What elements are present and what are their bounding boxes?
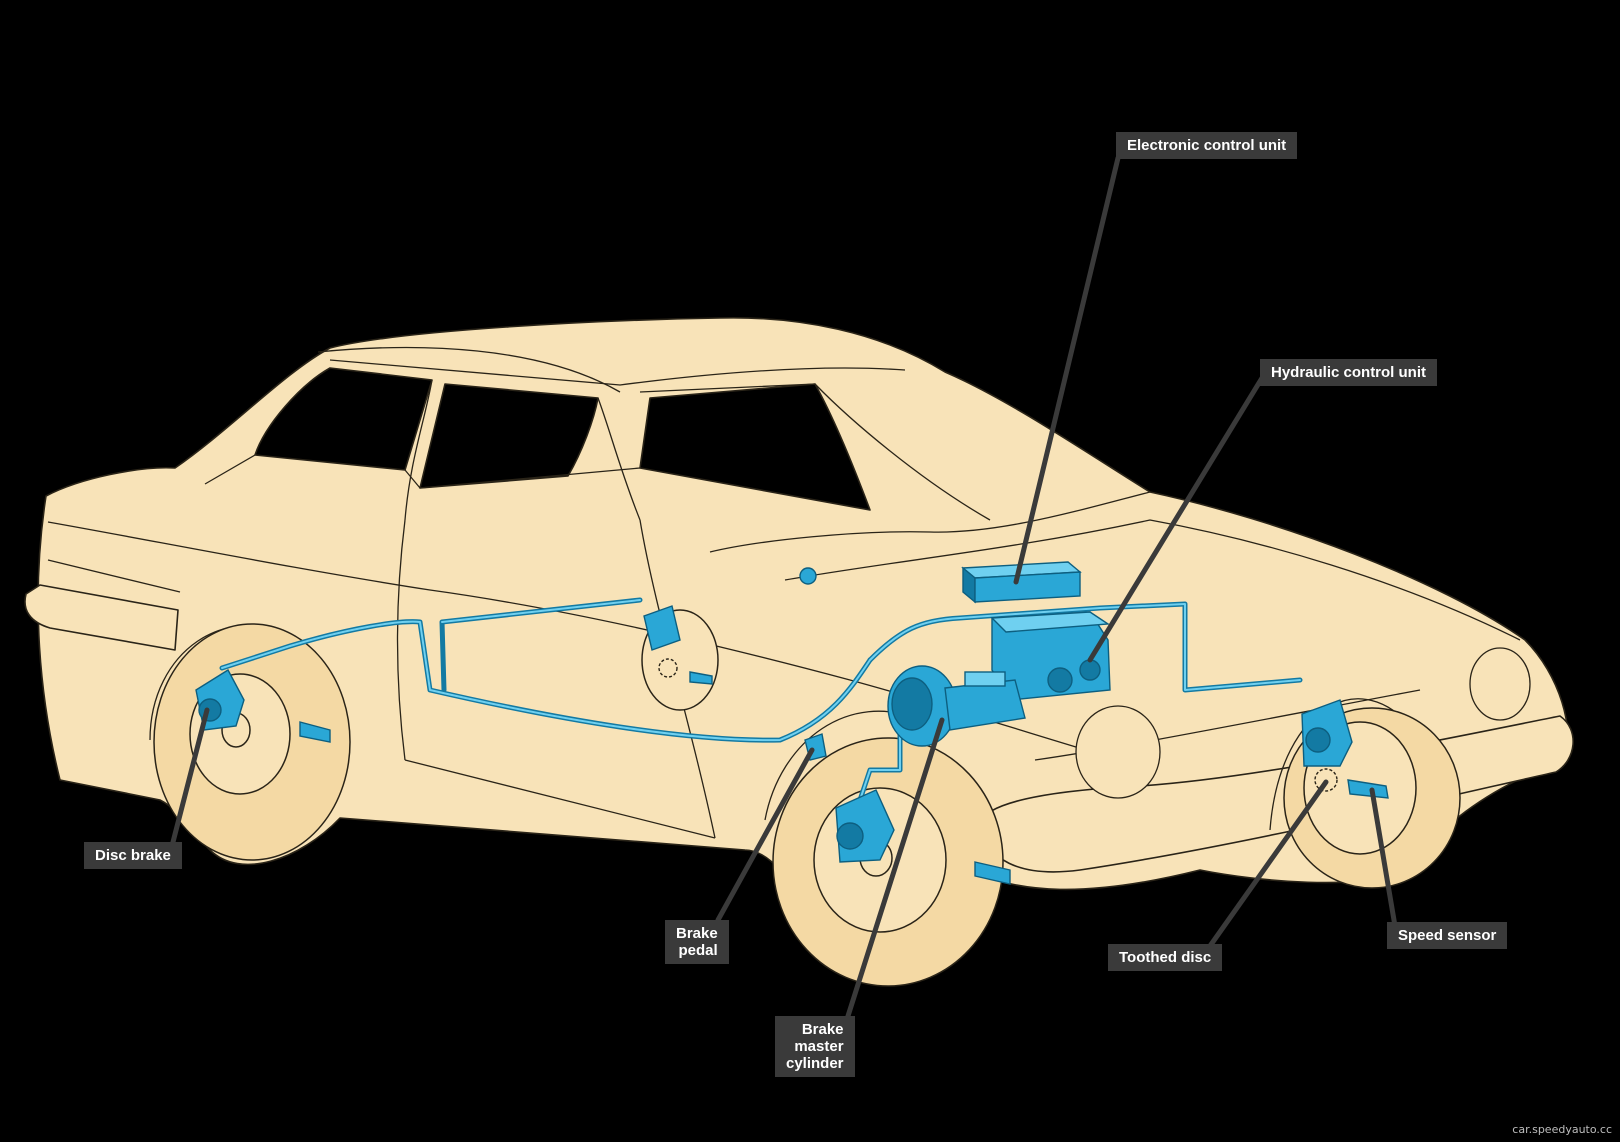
leader-lines: [170, 155, 1398, 1019]
cowl: [709, 491, 1151, 553]
leader-toothed-disc: [1207, 779, 1329, 949]
master-cylinder-reservoir: [964, 671, 1006, 687]
windows: [254, 367, 871, 511]
booster-face: [891, 677, 933, 731]
label-electronic-control-unit: Electronic control unit: [1116, 132, 1298, 159]
label-speed-sensor: Speed sensor: [1387, 922, 1508, 949]
label-brake-pedal-line-1: Brake: [676, 925, 718, 942]
rear-door-window: [419, 383, 599, 489]
label-toothed-disc: Toothed disc: [1108, 944, 1223, 971]
a-pillar: [639, 383, 991, 521]
rear-bumper: [24, 584, 179, 651]
front-left-wheel: [772, 737, 1004, 987]
leader-master-cylinder: [845, 717, 945, 1019]
leader-speed-sensor: [1369, 787, 1398, 929]
brake-line-highlight: [221, 599, 1301, 801]
label-master-line-2: master: [794, 1038, 844, 1055]
rear-pillar: [404, 379, 433, 521]
b-pillar: [597, 397, 641, 521]
rear-quarter-window: [254, 367, 433, 471]
brake-booster: [887, 665, 957, 747]
label-hydraulic-control-unit: Hydraulic control unit: [1260, 359, 1438, 386]
rear-door-front-edge: [396, 519, 406, 761]
hcu-fitting-1: [1047, 667, 1073, 693]
headlight-left: [1075, 705, 1161, 799]
hood-front: [784, 519, 1521, 641]
speed-sensor-front-right: [1347, 779, 1389, 799]
grille-line: [1034, 689, 1421, 761]
fuel-cap: [799, 567, 817, 585]
caliper-front-right-piston: [1305, 727, 1331, 753]
leader-ecu: [1013, 155, 1121, 585]
caliper-rear-left-piston: [198, 698, 222, 722]
headlight-right: [1469, 647, 1531, 721]
ecu-box-side: [974, 571, 1081, 603]
caliper-rear-right-shape: [643, 605, 681, 651]
leader-brake-pedal: [715, 747, 815, 923]
roof-line: [317, 346, 621, 393]
hydraulic-unit: [990, 611, 1111, 701]
caliper-front-left-piston: [836, 822, 864, 850]
speed-sensor-rear-right: [689, 671, 713, 685]
speed-sensor-front-left: [974, 861, 1011, 885]
toothed-disc-rear-right: [658, 658, 678, 678]
headlights: [1075, 647, 1531, 799]
hcu-top: [990, 611, 1111, 633]
brake-lines: [219, 597, 1303, 803]
speed-sensor-rear-left: [299, 721, 331, 743]
master-cylinder: [944, 671, 1026, 731]
front-door-window: [639, 383, 871, 511]
ecu-box: [961, 561, 1082, 604]
caliper-rear-right: [643, 605, 681, 651]
leader-hcu: [1087, 375, 1265, 663]
roof-rail: [329, 359, 906, 386]
hcu-fitting-2: [1079, 659, 1101, 681]
leader-disc-brake: [170, 707, 210, 845]
label-disc-brake: Disc brake: [84, 842, 182, 869]
label-brake-pedal: Brake pedal: [665, 920, 729, 964]
belt-line: [204, 454, 641, 489]
sill-line: [404, 759, 716, 839]
caliper-front-right: [1301, 699, 1353, 767]
label-master-line-1: Brake: [801, 1021, 844, 1038]
credit-text: car.speedyauto.cc: [1512, 1123, 1612, 1136]
label-brake-pedal-line-2: pedal: [678, 942, 718, 959]
label-brake-master-cylinder: Brake master cylinder: [775, 1016, 855, 1077]
caliper-front-left: [835, 789, 895, 863]
rear-light-line: [47, 559, 181, 593]
abs-components: [195, 561, 1389, 885]
label-master-line-3: cylinder: [786, 1055, 844, 1072]
